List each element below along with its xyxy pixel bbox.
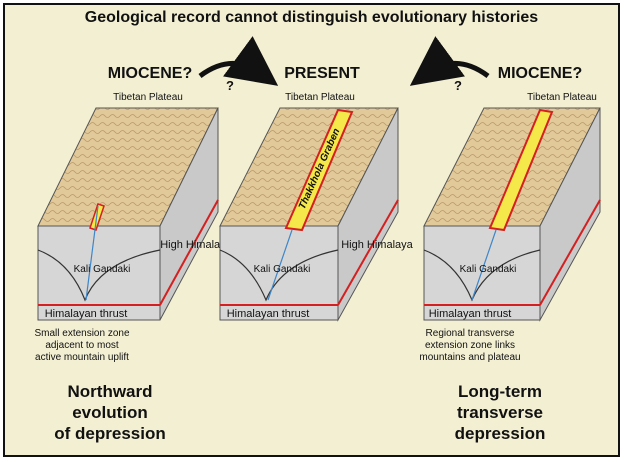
conclusion-right-line-2: transverse bbox=[420, 402, 580, 423]
caption-left-line-3: active mountain uplift bbox=[35, 352, 129, 363]
block-left bbox=[38, 108, 218, 320]
arrow-right-icon bbox=[200, 63, 262, 76]
arrow-left-icon bbox=[426, 63, 488, 76]
stage-left-heading: MIOCENE? bbox=[108, 65, 192, 82]
kali-gandaki-label-left: Kali Gandaki bbox=[74, 264, 131, 275]
himalayan-thrust-label-right: Himalayan thrust bbox=[429, 308, 512, 320]
caption-right-line-1: Regional transverse bbox=[426, 328, 515, 339]
himalayan-thrust-label-left: Himalayan thrust bbox=[45, 308, 128, 320]
block-right bbox=[424, 108, 600, 320]
tibetan-plateau-label-center: Tibetan Plateau bbox=[285, 92, 355, 103]
stage-center-heading: PRESENT bbox=[284, 65, 360, 82]
caption-right-line-2: extension zone links bbox=[425, 340, 515, 351]
arrow-left-question: ? bbox=[226, 78, 234, 93]
himalayan-thrust-label-center: Himalayan thrust bbox=[227, 308, 310, 320]
caption-left-line-1: Small extension zone bbox=[34, 328, 129, 339]
high-himalaya-label-center: High Himalaya bbox=[341, 239, 413, 251]
conclusion-left: Northward evolution of depression bbox=[30, 381, 190, 444]
tibetan-plateau-label-right: Tibetan Plateau bbox=[527, 92, 597, 103]
conclusion-left-line-1: Northward bbox=[30, 381, 190, 402]
block-center bbox=[220, 108, 398, 320]
caption-left-line-2: adjacent to most bbox=[45, 340, 119, 351]
conclusion-right-line-3: depression bbox=[420, 423, 580, 444]
arrow-right-question: ? bbox=[454, 78, 462, 93]
kali-gandaki-label-right: Kali Gandaki bbox=[460, 264, 517, 275]
conclusion-left-line-3: of depression bbox=[30, 423, 190, 444]
conclusion-left-line-2: evolution bbox=[30, 402, 190, 423]
tibetan-plateau-label-left: Tibetan Plateau bbox=[113, 92, 183, 103]
stage-right-heading: MIOCENE? bbox=[498, 65, 582, 82]
caption-right-line-3: mountains and plateau bbox=[419, 352, 520, 363]
conclusion-right: Long-term transverse depression bbox=[420, 381, 580, 444]
kali-gandaki-label-center: Kali Gandaki bbox=[254, 264, 311, 275]
conclusion-right-line-1: Long-term bbox=[420, 381, 580, 402]
